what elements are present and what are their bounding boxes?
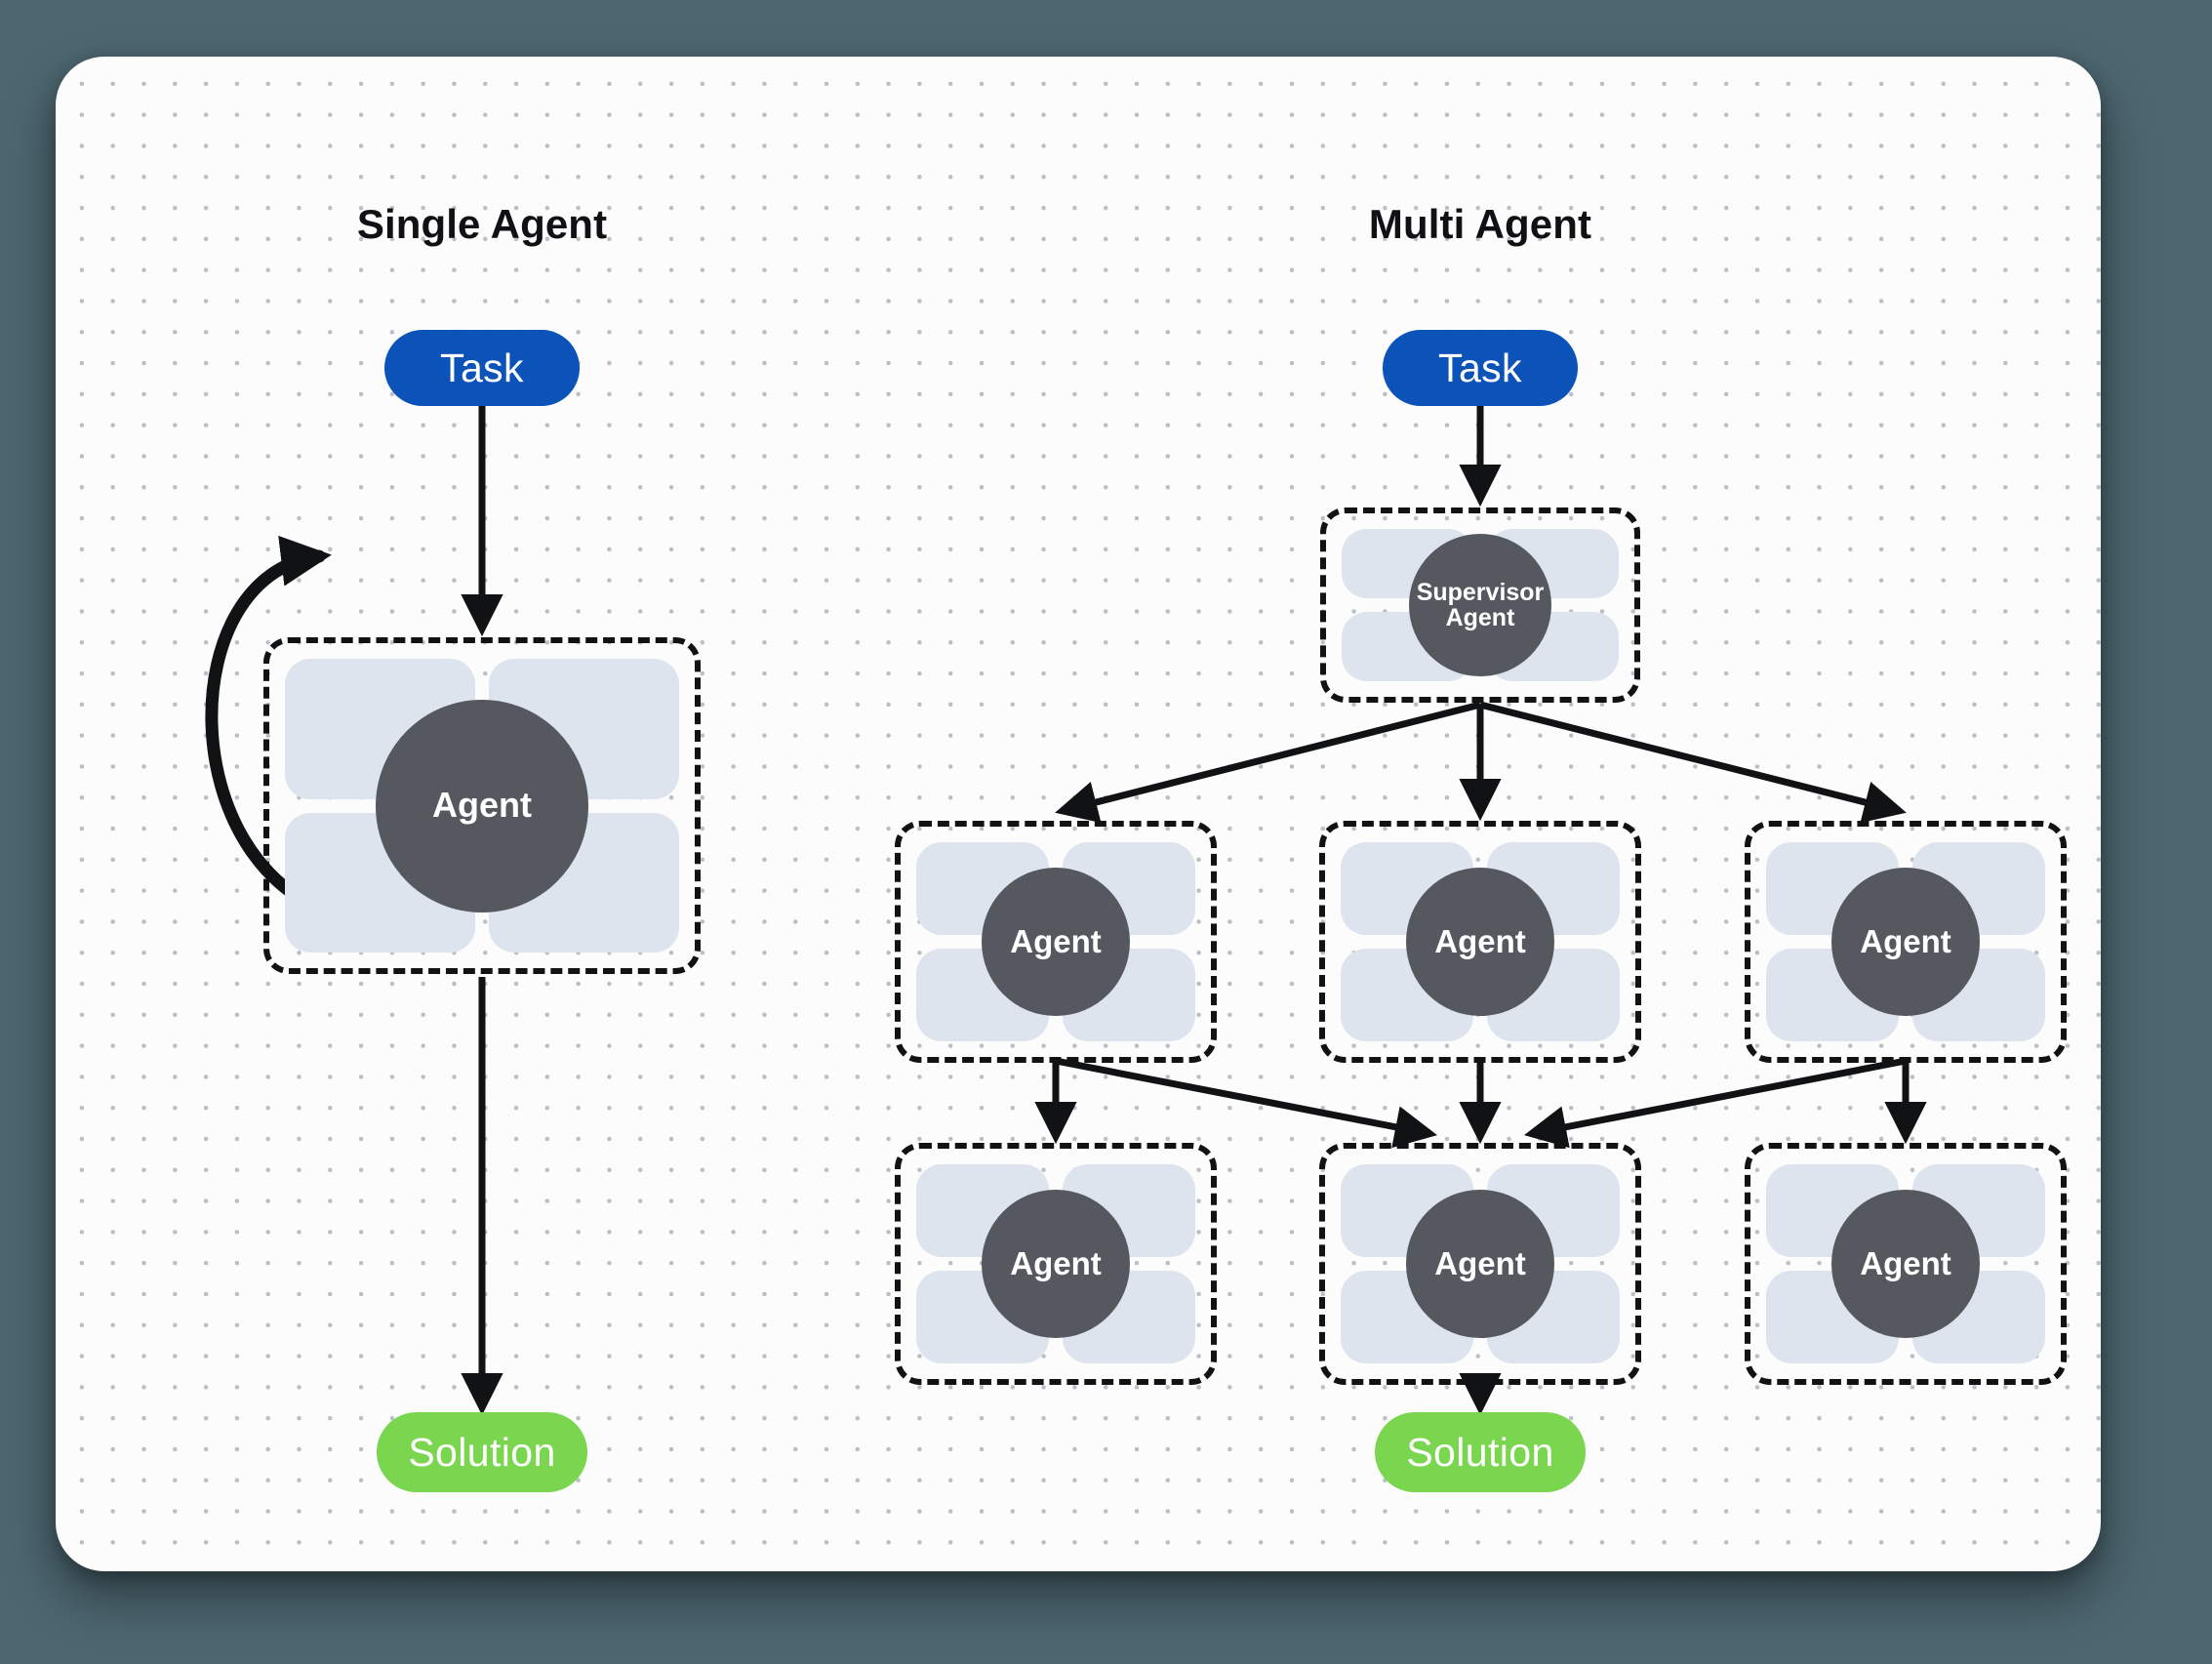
node-agent-row1-col3-label: Agent xyxy=(1860,922,1951,959)
node-supervisor-agent-label-line2: Agent xyxy=(1445,604,1515,631)
node-agent-row1-col2-circle: Agent xyxy=(1406,868,1554,1016)
node-agent-row2-col1-label: Agent xyxy=(1010,1244,1102,1281)
edge-agent-3-to-agent-b2 xyxy=(1524,1057,1907,1149)
node-agent-row2-col1[interactable]: Agent xyxy=(895,1143,1217,1385)
node-agent-row2-col2[interactable]: Agent xyxy=(1319,1143,1641,1385)
node-task-multi[interactable]: Task xyxy=(1383,330,1578,406)
node-supervisor-agent-circle: Supervisor Agent xyxy=(1409,534,1551,676)
node-agent-row1-col2-label: Agent xyxy=(1434,922,1526,959)
node-task-single-label: Task xyxy=(440,345,524,390)
node-agent-single-label: Agent xyxy=(432,785,532,826)
node-solution-multi-label: Solution xyxy=(1406,1429,1554,1475)
node-agent-row2-col3-label: Agent xyxy=(1860,1244,1951,1281)
edge-agent-1-to-agent-b2 xyxy=(1055,1057,1437,1149)
node-task-multi-label: Task xyxy=(1438,345,1522,390)
edge-supervisor-to-agent-1 xyxy=(1055,701,1481,824)
node-agent-single-circle: Agent xyxy=(376,699,588,913)
node-supervisor-agent-label-line1: Supervisor xyxy=(1416,578,1545,606)
node-agent-row2-col2-circle: Agent xyxy=(1406,1190,1554,1338)
diagram-card: Single Agent Task Agent Solution Multi A… xyxy=(56,57,2101,1571)
column-title-single-agent: Single Agent xyxy=(356,201,608,247)
node-agent-row2-col1-circle: Agent xyxy=(982,1190,1130,1338)
node-agent-row1-col1-circle: Agent xyxy=(982,868,1130,1016)
node-supervisor-agent[interactable]: Supervisor Agent xyxy=(1320,507,1640,703)
node-agent-row1-col3-circle: Agent xyxy=(1831,868,1980,1016)
node-agent-row2-col3-circle: Agent xyxy=(1831,1190,1980,1338)
node-agent-row1-col1[interactable]: Agent xyxy=(895,821,1217,1063)
column-title-multi-agent: Multi Agent xyxy=(1368,201,1592,247)
node-solution-multi[interactable]: Solution xyxy=(1375,1412,1586,1492)
node-solution-single-label: Solution xyxy=(408,1429,556,1475)
node-agent-row2-col3[interactable]: Agent xyxy=(1745,1143,2067,1385)
node-agent-single[interactable]: Agent xyxy=(263,637,701,974)
edge-supervisor-to-agent-3 xyxy=(1479,701,1907,824)
node-solution-single[interactable]: Solution xyxy=(377,1412,587,1492)
node-agent-row2-col2-label: Agent xyxy=(1434,1244,1526,1281)
node-task-single[interactable]: Task xyxy=(384,330,580,406)
node-agent-row1-col1-label: Agent xyxy=(1010,922,1102,959)
node-agent-row1-col2[interactable]: Agent xyxy=(1319,821,1641,1063)
node-agent-row1-col3[interactable]: Agent xyxy=(1745,821,2067,1063)
